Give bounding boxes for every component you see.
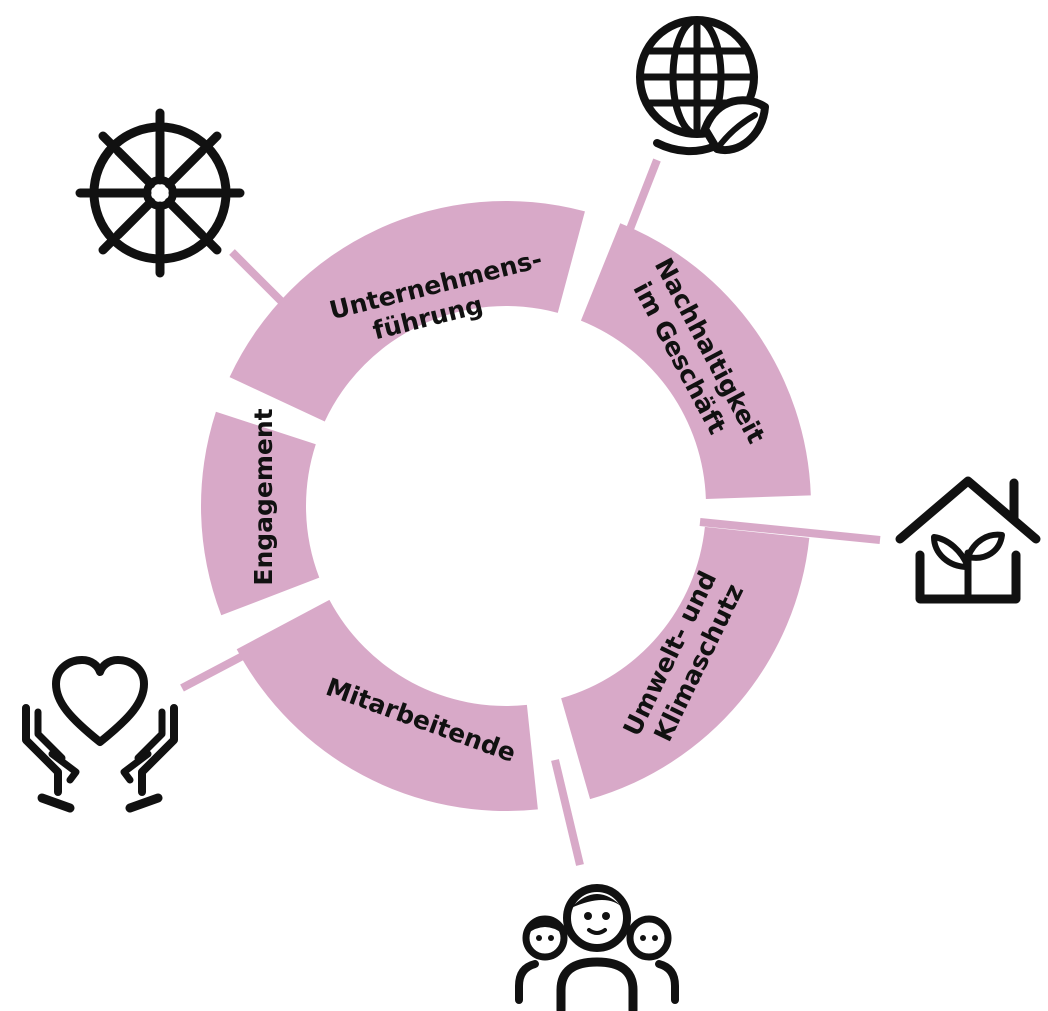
connector-umwelt: [699, 518, 881, 544]
ring-segments: [200, 201, 811, 811]
people-group-icon: [515, 884, 679, 1011]
globe-leaf-icon: [636, 16, 769, 156]
segment-nachhaltigkeit: [580, 223, 811, 500]
ship-wheel-icon: [75, 108, 245, 278]
heart-hands-icon: [22, 656, 178, 813]
label-engagement: Engagement: [249, 408, 278, 585]
segment-engagement: [200, 411, 320, 616]
segment-mitarbeitende: [236, 599, 538, 811]
segment-umwelt: [561, 526, 810, 800]
greenhouse-plant-icon: [895, 476, 1041, 604]
connector-mitarbeitende: [551, 759, 584, 866]
segment-unternehmensfuehrung: [229, 201, 585, 422]
